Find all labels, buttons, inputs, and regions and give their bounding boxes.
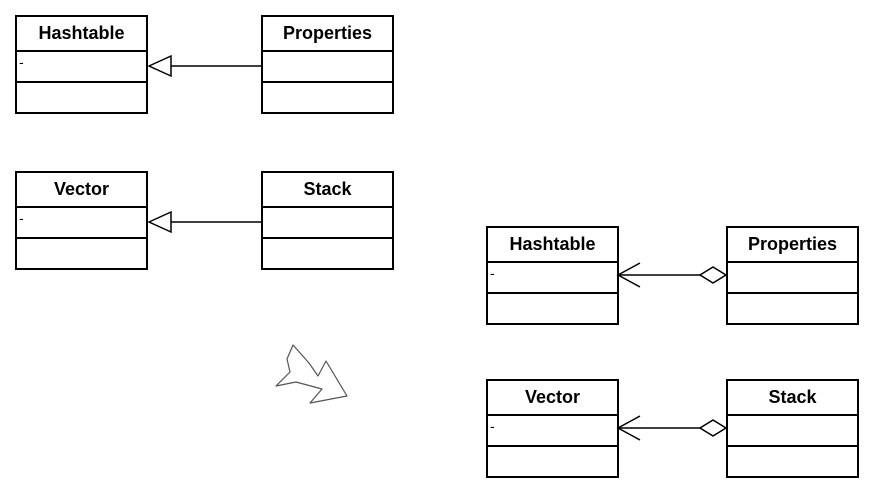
class-box-hashtable-before[interactable]: Hashtable -: [15, 15, 148, 114]
class-box-hashtable-after[interactable]: Hashtable -: [486, 226, 619, 325]
class-box-properties-before[interactable]: Properties: [261, 15, 394, 114]
class-box-vector-after[interactable]: Vector -: [486, 379, 619, 478]
class-name: Hashtable: [17, 17, 146, 52]
open-arrow-head: [616, 262, 641, 288]
class-name: Stack: [728, 381, 857, 416]
class-name: Properties: [728, 228, 857, 263]
class-name: Hashtable: [488, 228, 617, 263]
class-attributes: -: [488, 263, 617, 294]
class-attributes: -: [488, 416, 617, 447]
class-name: Stack: [263, 173, 392, 208]
class-attributes: [728, 416, 857, 447]
generalization-connector[interactable]: [147, 210, 261, 234]
class-name: Vector: [488, 381, 617, 416]
class-box-properties-after[interactable]: Properties: [726, 226, 859, 325]
class-name: Properties: [263, 17, 392, 52]
class-attributes: [263, 52, 392, 83]
hollow-triangle-head: [147, 210, 172, 234]
class-attributes: [263, 208, 392, 239]
class-attributes: -: [17, 208, 146, 239]
hollow-triangle-head: [147, 54, 172, 78]
hollow-arrow-icon: [275, 344, 348, 404]
class-box-stack-after[interactable]: Stack: [726, 379, 859, 478]
aggregation-connector[interactable]: [616, 415, 728, 441]
class-box-vector-before[interactable]: Vector -: [15, 171, 148, 270]
class-name: Vector: [17, 173, 146, 208]
open-arrow-head: [616, 415, 641, 441]
class-attributes: [728, 263, 857, 294]
generalization-connector[interactable]: [147, 54, 261, 78]
aggregation-connector[interactable]: [616, 262, 728, 288]
class-box-stack-before[interactable]: Stack: [261, 171, 394, 270]
hollow-diamond-tail: [698, 419, 728, 437]
class-attributes: -: [17, 52, 146, 83]
hollow-diamond-tail: [698, 266, 728, 284]
